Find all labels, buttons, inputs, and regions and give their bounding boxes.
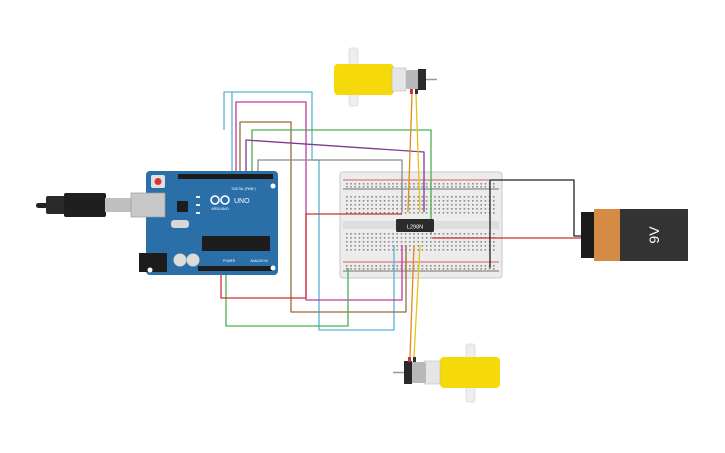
power-pins-label: POWER: [223, 259, 236, 263]
arduino-model-text: UNO: [234, 198, 250, 205]
dc-motor-bottom[interactable]: [393, 343, 500, 403]
wire-grey[interactable]: [257, 159, 403, 212]
wire-motor-top-yellow[interactable]: [415, 93, 421, 213]
arduino-logo-icon: [210, 195, 230, 205]
motor-driver-ic[interactable]: L298N: [396, 219, 434, 232]
wire-black-battery[interactable]: [490, 179, 585, 237]
analog-pins-label: ANALOG IN: [250, 259, 268, 263]
wire-motor-bottom-yellow[interactable]: [413, 244, 421, 358]
battery-9v[interactable]: 9V: [581, 209, 688, 261]
wire-green[interactable]: [225, 129, 432, 327]
breadboard-holes: [346, 183, 495, 270]
arduino-brand-text: ARDUINO: [211, 207, 229, 211]
wire-red-5v[interactable]: [220, 213, 402, 299]
ic-label: L298N: [407, 225, 423, 231]
arduino-uno-board[interactable]: UNO ARDUINO DIGITAL (PWM~) POWER ANALOG …: [36, 171, 278, 275]
wire-motor-bottom-orange[interactable]: [409, 244, 415, 358]
digital-pins-label: DIGITAL (PWM~): [232, 187, 257, 191]
battery-label: 9V: [646, 226, 662, 244]
usb-cable: [36, 193, 133, 217]
dc-motor-top[interactable]: [334, 47, 437, 107]
wire-brown[interactable]: [239, 121, 407, 313]
wire-magenta[interactable]: [235, 101, 403, 301]
wire-purple[interactable]: [245, 139, 425, 212]
wire-motor-top-orange[interactable]: [407, 93, 413, 213]
